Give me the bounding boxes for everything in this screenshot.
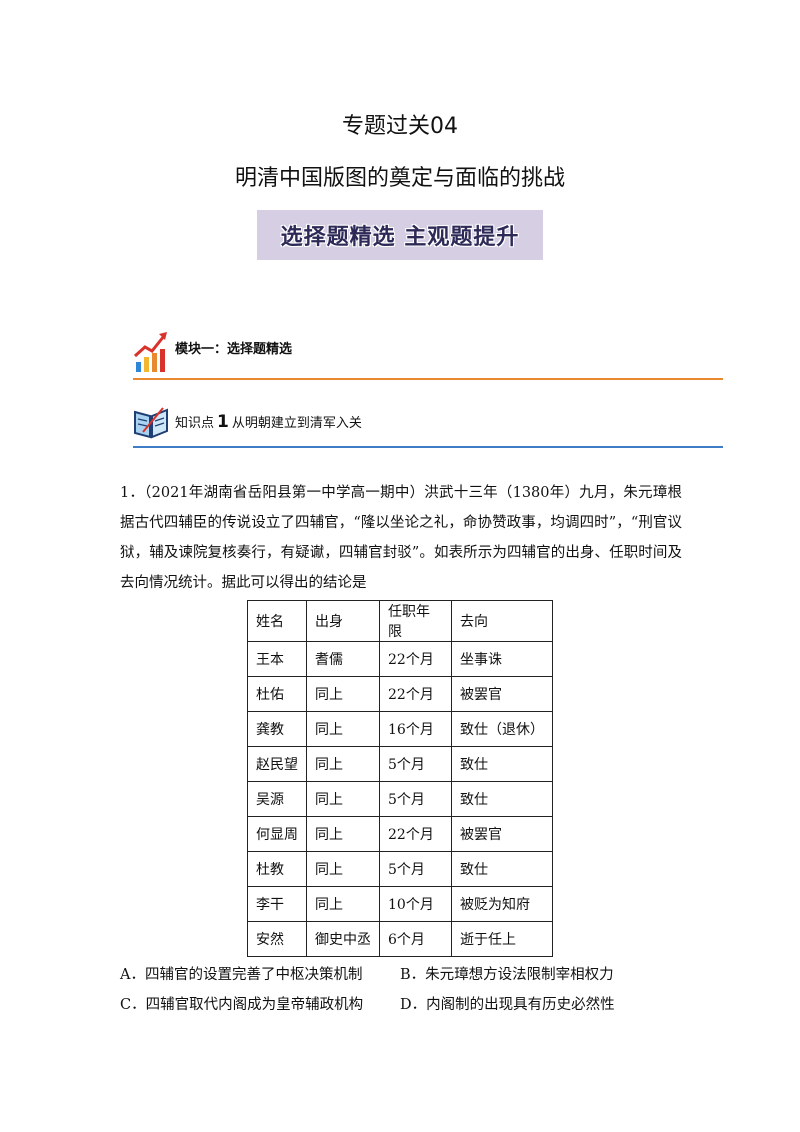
option-c: C．四辅官取代内阁成为皇帝辅政机构 <box>120 997 364 1013</box>
table-cell: 同上 <box>306 781 380 817</box>
table-cell: 同上 <box>306 676 380 712</box>
table-cell: 杜教 <box>247 851 307 887</box>
table-row: 李干 同上 10个月 被贬为知府 <box>247 886 553 922</box>
option-d: D．内阁制的出现具有历史必然性 <box>400 997 615 1013</box>
table-row: 安然 御史中丞 6个月 逝于任上 <box>247 921 553 957</box>
table-cell: 致仕 <box>451 781 553 817</box>
table-cell: 16个月 <box>379 711 452 747</box>
answer-options: A．四辅官的设置完善了中枢决策机制 B．朱元璋想方设法限制宰相权力 C．四辅官取… <box>120 963 680 1023</box>
table-cell: 6个月 <box>379 921 452 957</box>
table-row: 杜教 同上 5个月 致仕 <box>247 851 553 887</box>
option-row: A．四辅官的设置完善了中枢决策机制 B．朱元璋想方设法限制宰相权力 <box>120 963 680 993</box>
table-cell: 22个月 <box>379 676 452 712</box>
table-cell: 5个月 <box>379 781 452 817</box>
table-header-row: 姓名 出身 任职年限 去向 <box>247 600 553 642</box>
section-banner: 选择题精选 主观题提升 <box>257 210 543 260</box>
table-cell: 被罢官 <box>451 676 553 712</box>
table-row: 王本 耆儒 22个月 坐事诛 <box>247 641 553 677</box>
module-divider <box>133 378 723 380</box>
table-cell: 致仕 <box>451 746 553 782</box>
table-header-cell: 任职年限 <box>379 600 452 642</box>
table-row: 何显周 同上 22个月 被罢官 <box>247 816 553 852</box>
open-book-icon <box>134 407 168 439</box>
knowledge-divider <box>133 446 723 448</box>
table-row: 吴源 同上 5个月 致仕 <box>247 781 553 817</box>
table-cell: 同上 <box>306 711 380 747</box>
table-cell: 同上 <box>306 886 380 922</box>
table-cell: 御史中丞 <box>306 921 380 957</box>
table-cell: 耆儒 <box>306 641 380 677</box>
table-cell: 赵民望 <box>247 746 307 782</box>
table-cell: 致仕（退休） <box>451 711 553 747</box>
table-cell: 何显周 <box>247 816 307 852</box>
table-cell: 李干 <box>247 886 307 922</box>
table-row: 杜佑 同上 22个月 被罢官 <box>247 676 553 712</box>
table-cell: 被贬为知府 <box>451 886 553 922</box>
table-row: 赵民望 同上 5个月 致仕 <box>247 746 553 782</box>
table-cell: 5个月 <box>379 746 452 782</box>
table-cell: 22个月 <box>379 816 452 852</box>
option-row: C．四辅官取代内阁成为皇帝辅政机构 D．内阁制的出现具有历史必然性 <box>120 993 680 1023</box>
table-cell: 5个月 <box>379 851 452 887</box>
table-cell: 同上 <box>306 816 380 852</box>
option-b: B．朱元璋想方设法限制宰相权力 <box>400 967 614 983</box>
officials-table: 姓名 出身 任职年限 去向 王本 耆儒 22个月 坐事诛 杜佑 同上 22个月 … <box>247 600 553 957</box>
module-label: 模块一：选择题精选 <box>175 342 293 357</box>
document-subtitle: 明清中国版图的奠定与面临的挑战 <box>234 166 565 191</box>
banner-text: 选择题精选 主观题提升 <box>280 225 520 250</box>
table-cell: 吴源 <box>247 781 307 817</box>
table-cell: 被罢官 <box>451 816 553 852</box>
knowledge-text: 从明朝建立到清军入关 <box>231 416 362 431</box>
table-cell: 王本 <box>247 641 307 677</box>
table-cell: 同上 <box>306 851 380 887</box>
table-row: 龚教 同上 16个月 致仕（退休） <box>247 711 553 747</box>
table-cell: 龚教 <box>247 711 307 747</box>
table-cell: 安然 <box>247 921 307 957</box>
chart-growth-icon <box>133 332 167 372</box>
table-cell: 10个月 <box>379 886 452 922</box>
table-header-cell: 姓名 <box>247 600 307 642</box>
knowledge-prefix: 知识点 <box>175 416 215 431</box>
option-a: A．四辅官的设置完善了中枢决策机制 <box>120 967 363 983</box>
document-title: 专题过关04 <box>342 114 458 139</box>
table-header-cell: 去向 <box>451 600 553 642</box>
module-header: 模块一：选择题精选 <box>133 330 723 382</box>
table-cell: 同上 <box>306 746 380 782</box>
table-header-cell: 出身 <box>306 600 380 642</box>
table-cell: 22个月 <box>379 641 452 677</box>
knowledge-number: 1 <box>217 412 229 432</box>
table-cell: 逝于任上 <box>451 921 553 957</box>
table-cell: 致仕 <box>451 851 553 887</box>
table-cell: 杜佑 <box>247 676 307 712</box>
question-stem: 1．（2021年湖南省岳阳县第一中学高一期中）洪武十三年（1380年）九月，朱元… <box>120 485 682 591</box>
table-cell: 坐事诛 <box>451 641 553 677</box>
